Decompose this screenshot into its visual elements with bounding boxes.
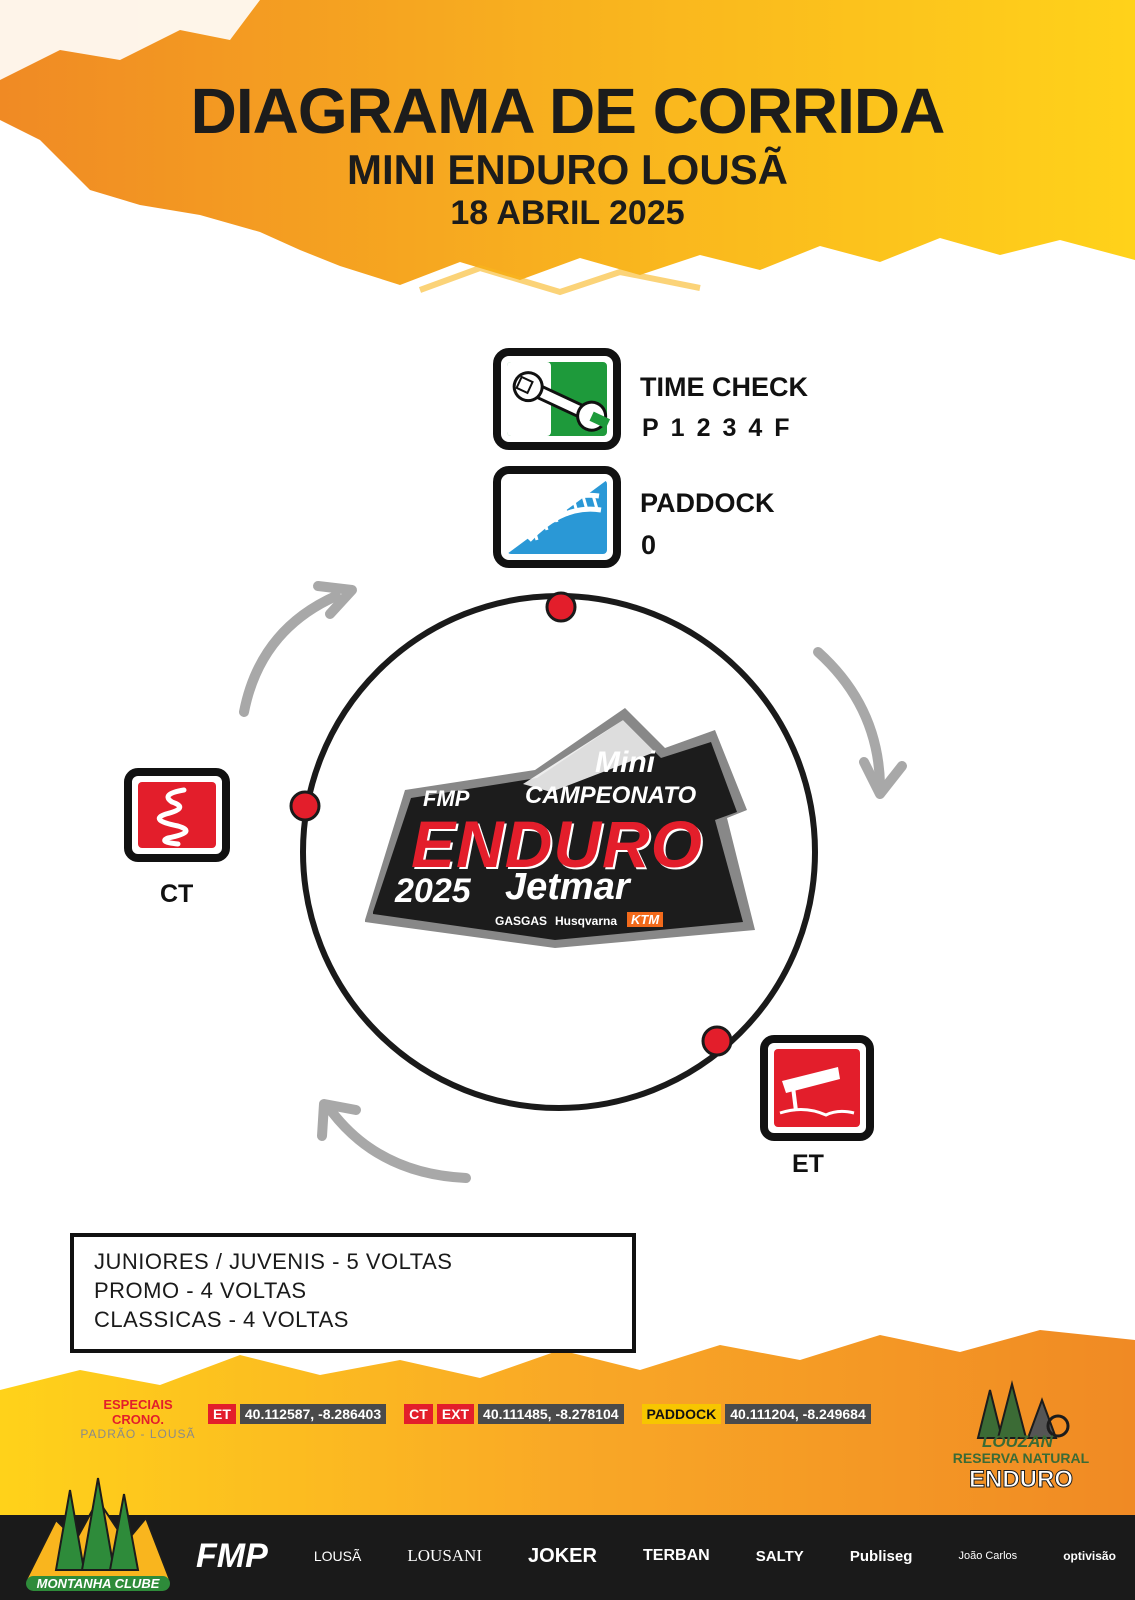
sponsor-list: FMP LOUSÃ LOUSANI JOKER TERBAN SALTY Pub… [196, 1530, 1116, 1582]
coordinates-strip: ET 40.112587, -8.286403 CT EXT 40.111485… [208, 1404, 871, 1424]
race-circuit [239, 581, 907, 1183]
laps-box: JUNIORES / JUVENIS - 5 VOLTAS PROMO - 4 … [70, 1233, 636, 1353]
louzan-enduro-logo: LOUZAN RESERVA NATURAL ENDURO [948, 1380, 1094, 1498]
montanha-clube-label: MONTANHA CLUBE [26, 1576, 170, 1591]
ct-icon [124, 768, 230, 862]
et-coordinates: 40.112587, -8.286403 [239, 1404, 387, 1424]
logo-background [365, 708, 755, 948]
event-name: MINI ENDURO LOUSÃ [347, 146, 788, 193]
paddock-tent-icon [507, 480, 607, 554]
logo-brand-husqvarna: Husqvarna [555, 914, 618, 928]
et-label: ET [792, 1150, 824, 1178]
especiais-location: PADRÃO - LOUSÃ [80, 1427, 196, 1441]
et-icon [760, 1035, 874, 1141]
louzan-title: LOUZAN [982, 1432, 1053, 1451]
time-check-checkpoints: P1234F [642, 414, 802, 442]
paddock-coordinates: 40.111204, -8.249684 [725, 1404, 871, 1424]
montanha-mountain-icon [26, 1477, 170, 1580]
paddock-value: 0 [641, 530, 657, 560]
logo-mini: Mini [595, 746, 655, 779]
logo-fmp: FMP [423, 786, 470, 811]
ct-coordinates: 40.111485, -8.278104 [478, 1404, 624, 1424]
event-date: 18 ABRIL 2025 [450, 194, 685, 232]
marker-bottom-right [701, 1025, 733, 1057]
footer-brush-background [0, 1330, 1135, 1520]
et-tag: ET [208, 1404, 236, 1424]
arrow-right [813, 647, 885, 789]
logo-jetmar: Jetmar [505, 866, 630, 908]
ext-tag: EXT [436, 1404, 475, 1424]
arrow-bottom [327, 1107, 471, 1183]
especiais-title: ESPECIAIS CRONO. [103, 1397, 173, 1427]
sponsor-lousa: LOUSÃ [313, 1548, 362, 1564]
page-title: DIAGRAMA DE CORRIDA [190, 75, 946, 147]
header-brush-background [0, 0, 1135, 296]
sponsor-bar [0, 1515, 1135, 1600]
winding-road-icon [156, 787, 189, 847]
laps-juniores: JUNIORES / JUVENIS - 5 VOLTAS [94, 1249, 453, 1274]
arrowhead-right [859, 757, 907, 799]
time-check-icon [493, 348, 621, 450]
sponsor-lousani: LOUSANI [407, 1546, 482, 1565]
sponsor-salty: SALTY [755, 1547, 804, 1565]
montanha-clube-logo: MONTANHA CLUBE [26, 1470, 170, 1598]
sponsor-terban: TERBAN [643, 1547, 710, 1564]
stopwatch-flag-icon [779, 1067, 855, 1117]
sponsor-fmp: FMP [196, 1536, 268, 1575]
sponsor-optivisao: optivisão [1063, 1549, 1116, 1563]
louzan-trees-icon [976, 1380, 1070, 1439]
especiais-block: ESPECIAIS CRONO. PADRÃO - LOUSÃ [78, 1397, 198, 1441]
logo-enduro: ENDURO [411, 807, 704, 881]
sponsor-joao-carlos: João Carlos [958, 1550, 1018, 1562]
arrowhead-top-left [313, 581, 357, 619]
paddock-title: PADDOCK [640, 488, 775, 518]
laps-classicas: CLASSICAS - 4 VOLTAS [94, 1307, 349, 1332]
ct-label: CT [160, 880, 194, 908]
sponsor-joker: JOKER [528, 1544, 597, 1567]
ct-tag: CT [404, 1404, 433, 1424]
laps-promo: PROMO - 4 VOLTAS [94, 1278, 307, 1303]
time-check-title: TIME CHECK [640, 372, 808, 402]
arrowhead-bottom [317, 1099, 361, 1141]
paddock-tag: PADDOCK [641, 1404, 722, 1424]
louzan-reserva: RESERVA NATURAL [952, 1450, 1090, 1466]
logo-year: 2025 [395, 872, 471, 910]
logo-brand-ktm: KTM [627, 912, 664, 927]
logo-brand-gasgas: GASGAS [495, 914, 548, 928]
marker-left [289, 790, 321, 822]
paddock-icon [493, 466, 621, 568]
campeonato-logo: Mini FMP CAMPEONATO ENDURO 2025 Jetmar G… [355, 700, 765, 960]
louzan-enduro: ENDURO [968, 1466, 1073, 1494]
logo-campeonato: CAMPEONATO [525, 782, 697, 809]
arrow-top-left [239, 591, 341, 717]
wrench-icon [512, 371, 611, 432]
sponsor-publiseg: Publiseg [849, 1547, 913, 1565]
marker-top [545, 591, 577, 623]
